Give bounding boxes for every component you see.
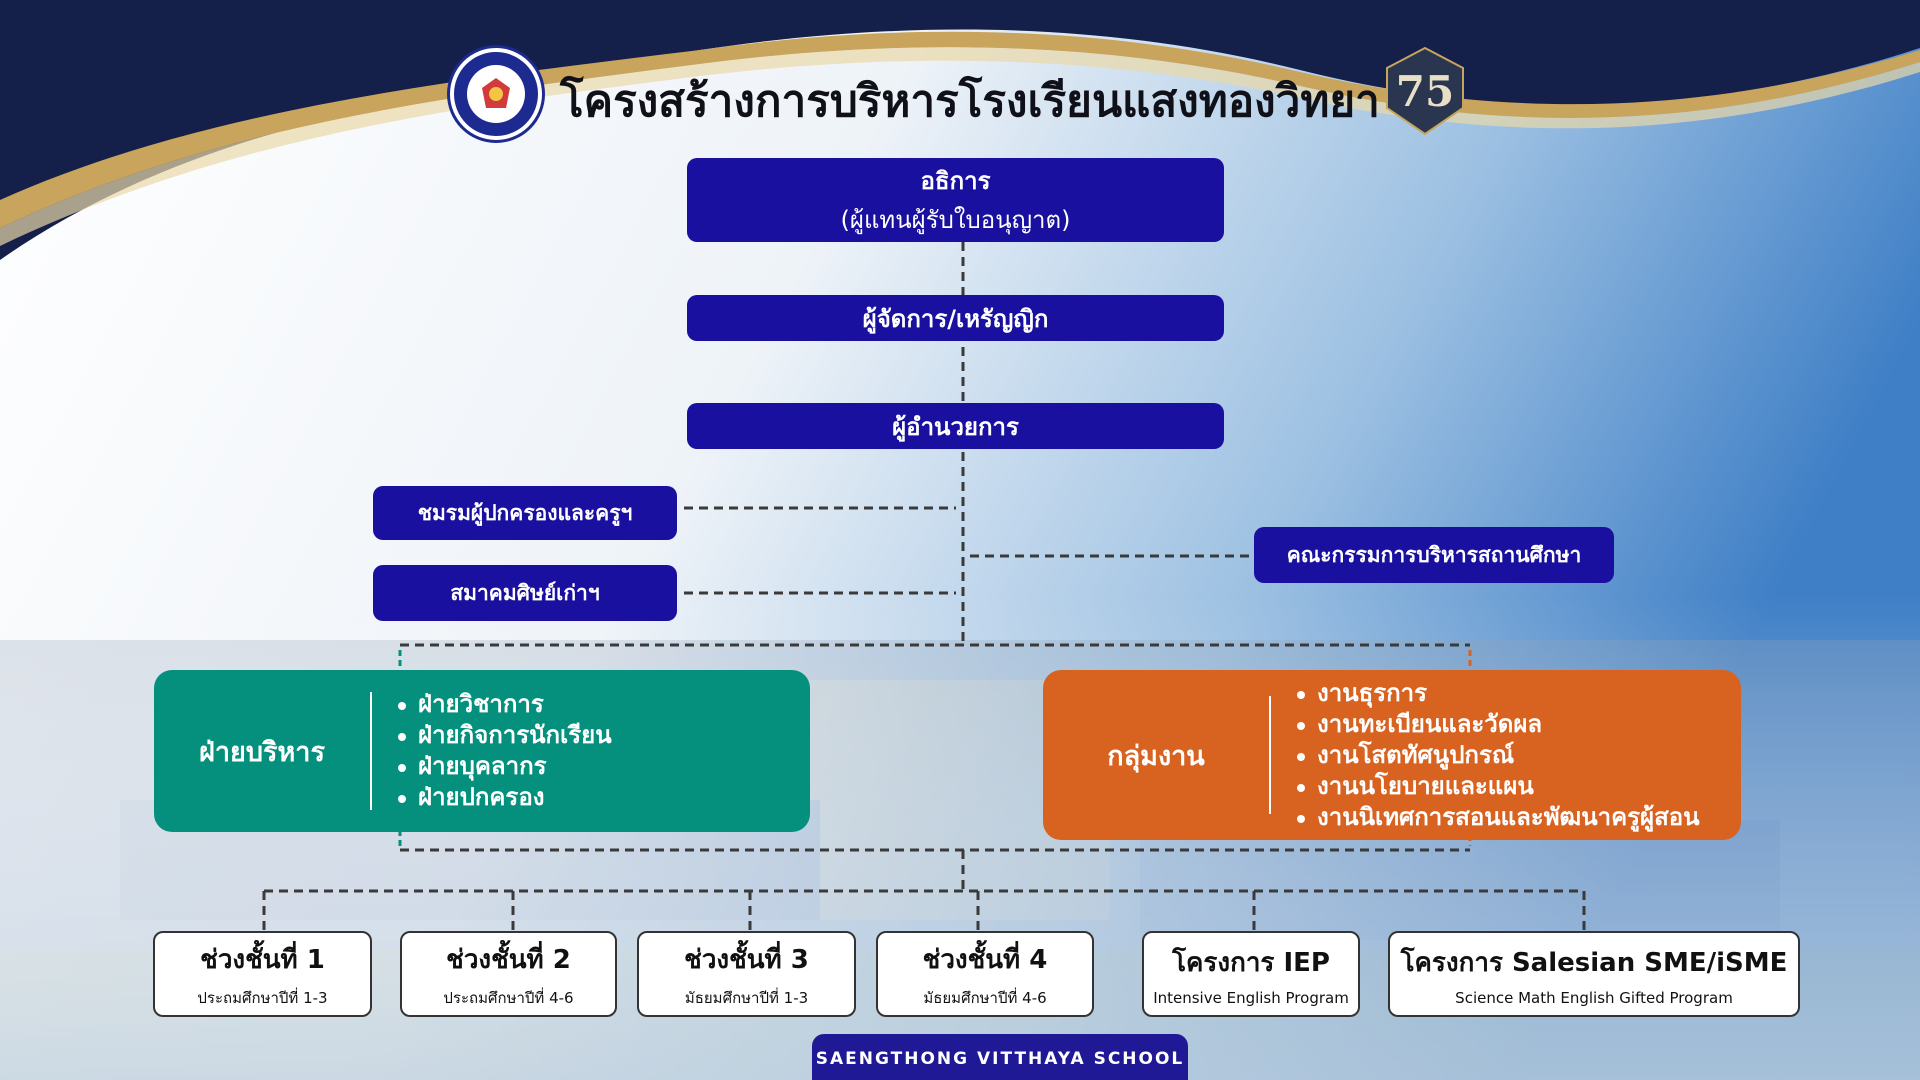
rector-subtitle: (ผู้แทนผู้รับใบอนุญาต) (840, 206, 1071, 234)
parents-teachers-club-box: ชมรมผู้ปกครองและครูฯ (373, 486, 677, 540)
panel-divider (370, 692, 372, 810)
level-title: โครงการ Salesian SME/iSME (1400, 947, 1788, 978)
level-subtitle: ประถมศึกษาปีที่ 1-3 (197, 988, 328, 1007)
list-item: งานโสตทัศนูปกรณ์ (1291, 740, 1700, 771)
level-subtitle: ประถมศึกษาปีที่ 4-6 (443, 988, 574, 1007)
anniversary-number: 75 (1396, 67, 1454, 116)
level-box-3: ช่วงชั้นที่ 3 มัธยมศึกษาปีที่ 1-3 (637, 931, 856, 1017)
alumni-association-box: สมาคมศิษย์เก่าฯ (373, 565, 677, 621)
work-groups-list: งานธุรการ งานทะเบียนและวัดผล งานโสตทัศนู… (1291, 678, 1700, 833)
rector-box: อธิการ (ผู้แทนผู้รับใบอนุญาต) (687, 158, 1224, 242)
rector-title: อธิการ (920, 167, 991, 195)
parents-teachers-club-label: ชมรมผู้ปกครองและครูฯ (417, 500, 633, 525)
level-subtitle: Science Math English Gifted Program (1455, 988, 1733, 1007)
manager-label: ผู้จัดการ/เหรัญญิก (862, 304, 1049, 333)
level-subtitle: มัธยมศึกษาปีที่ 1-3 (684, 988, 809, 1007)
level-subtitle: Intensive English Program (1153, 988, 1349, 1007)
director-box: ผู้อำนวยการ (687, 403, 1224, 449)
list-item: ฝ่ายกิจการนักเรียน (392, 720, 612, 751)
iep-program-box: โครงการ IEP Intensive English Program (1142, 931, 1360, 1017)
list-item: งานนโยบายและแผน (1291, 771, 1700, 802)
salesian-sme-program-box: โครงการ Salesian SME/iSME Science Math E… (1388, 931, 1800, 1017)
alumni-association-label: สมาคมศิษย์เก่าฯ (450, 580, 600, 605)
level-title: ช่วงชั้นที่ 2 (446, 944, 571, 975)
school-name-footer: SAENGTHONG VITTHAYA SCHOOL (812, 1034, 1188, 1080)
level-title: ช่วงชั้นที่ 1 (200, 944, 325, 975)
manager-box: ผู้จัดการ/เหรัญญิก (687, 295, 1224, 341)
level-box-2: ช่วงชั้นที่ 2 ประถมศึกษาปีที่ 4-6 (400, 931, 617, 1017)
admin-departments-list: ฝ่ายวิชาการ ฝ่ายกิจการนักเรียน ฝ่ายบุคลา… (392, 689, 612, 813)
level-title: โครงการ IEP (1172, 947, 1330, 978)
level-title: ช่วงชั้นที่ 4 (922, 944, 1048, 975)
work-groups-panel: กลุ่มงาน งานธุรการ งานทะเบียนและวัดผล งา… (1043, 670, 1741, 840)
school-board-box: คณะกรรมการบริหารสถานศึกษา (1254, 527, 1614, 583)
list-item: ฝ่ายปกครอง (392, 782, 612, 813)
page-title: โครงสร้างการบริหารโรงเรียนแสงทองวิทยา (560, 76, 1380, 127)
work-groups-title: กลุ่มงาน (1107, 740, 1205, 772)
school-crest-icon (450, 48, 542, 140)
level-box-1: ช่วงชั้นที่ 1 ประถมศึกษาปีที่ 1-3 (153, 931, 372, 1017)
level-subtitle: มัธยมศึกษาปีที่ 4-6 (923, 988, 1047, 1007)
admin-departments-title: ฝ่ายบริหาร (199, 736, 325, 768)
list-item: งานทะเบียนและวัดผล (1291, 709, 1700, 740)
school-board-label: คณะกรรมการบริหารสถานศึกษา (1286, 542, 1582, 567)
list-item: ฝ่ายบุคลากร (392, 751, 612, 782)
anniversary-75-logo-icon: 75 (1383, 46, 1467, 136)
level-box-4: ช่วงชั้นที่ 4 มัธยมศึกษาปีที่ 4-6 (876, 931, 1094, 1017)
list-item: งานธุรการ (1291, 678, 1700, 709)
list-item: ฝ่ายวิชาการ (392, 689, 612, 720)
admin-departments-panel: ฝ่ายบริหาร ฝ่ายวิชาการ ฝ่ายกิจการนักเรีย… (154, 670, 810, 832)
panel-divider (1269, 696, 1271, 814)
list-item: งานนิเทศการสอนและพัฒนาครูผู้สอน (1291, 802, 1700, 833)
level-title: ช่วงชั้นที่ 3 (684, 944, 809, 975)
director-label: ผู้อำนวยการ (892, 412, 1019, 441)
